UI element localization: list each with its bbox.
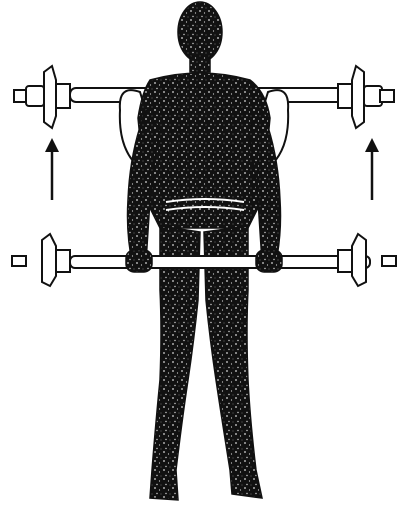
head	[178, 2, 222, 62]
collar-right-end-lower	[382, 256, 396, 266]
neck	[190, 56, 210, 72]
right-hand	[256, 250, 282, 272]
left-hand	[126, 250, 152, 272]
plate-left-lowered	[42, 234, 56, 286]
plate-right-raised	[352, 66, 364, 128]
collar-left-end-lower	[12, 256, 26, 266]
collar-right-end	[380, 90, 394, 102]
torso	[138, 73, 270, 228]
plate-left-raised	[44, 66, 56, 128]
arrow-up-right-icon	[365, 138, 379, 200]
plate-right-lowered	[352, 234, 366, 286]
bar-lowered	[70, 256, 370, 268]
arrow-up-left-icon	[45, 138, 59, 200]
figure	[128, 2, 281, 500]
